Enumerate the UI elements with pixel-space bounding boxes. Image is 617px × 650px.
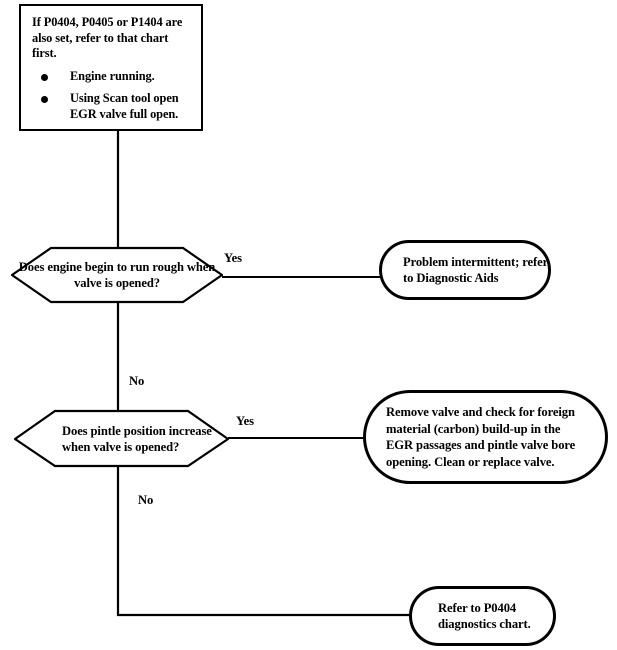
list-item: Engine running. (32, 69, 192, 85)
connector-decision2-no (116, 467, 411, 617)
branch-label-no-decision1: No (129, 374, 145, 388)
decision-engine-rough-text: Does engine begin to run rough when valv… (18, 260, 216, 290)
instruction-lead-text: If P0404, P0405 or P1404 are also set, r… (32, 15, 183, 60)
hexagon-shape-icon (11, 246, 223, 304)
outcome-problem-intermittent-text: Problem intermittent; refer to Diagnosti… (403, 254, 548, 286)
decision-pintle-position: Does pintle position increase when valve… (14, 409, 229, 468)
branch-label-no-decision2: No (138, 493, 154, 507)
outcome-refer-p0404-text: Refer to P0404 diagnostics chart. (438, 600, 531, 632)
bullet-text: Using Scan tool open EGR valve full open… (70, 91, 179, 121)
branch-label-yes-decision1: Yes (224, 251, 242, 265)
bullet-dot-icon (41, 96, 48, 103)
bullet-dot-icon (41, 73, 48, 81)
outcome-remove-valve: Remove valve and check for foreign mater… (363, 390, 608, 484)
instruction-bullet-list: Engine running. Using Scan tool open EGR… (32, 69, 192, 123)
decision-pintle-position-text: Does pintle position increase when valve… (62, 423, 212, 454)
bullet-text: Engine running. (70, 68, 155, 83)
instruction-box: If P0404, P0405 or P1404 are also set, r… (19, 4, 203, 131)
branch-label-yes-decision2: Yes (236, 414, 254, 428)
outcome-problem-intermittent: Problem intermittent; refer to Diagnosti… (379, 240, 551, 300)
outcome-remove-valve-text: Remove valve and check for foreign mater… (386, 405, 576, 469)
outcome-refer-p0404: Refer to P0404 diagnostics chart. (409, 586, 556, 646)
decision-engine-rough: Does engine begin to run rough when valv… (11, 246, 223, 304)
list-item: Using Scan tool open EGR valve full open… (32, 91, 192, 122)
hexagon-shape-icon (14, 409, 229, 468)
